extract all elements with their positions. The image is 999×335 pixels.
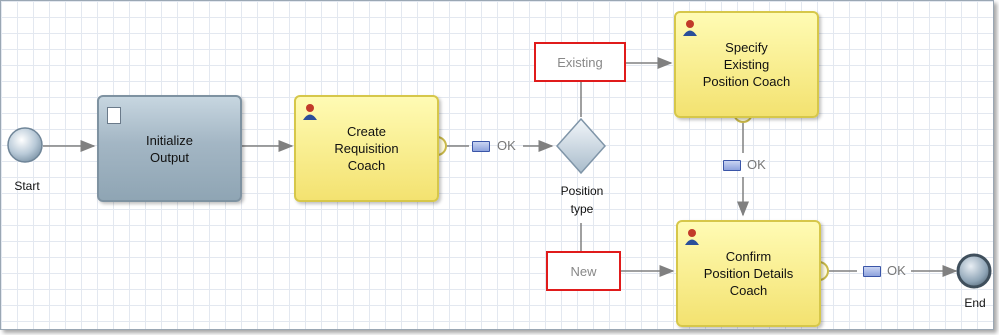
new-label-text: New (570, 263, 597, 279)
end-event[interactable] (956, 253, 992, 289)
create-requisition-coach-task[interactable]: Create Requisition Coach (294, 95, 439, 202)
confirm-position-details-coach-task[interactable]: Confirm Position Details Coach (676, 220, 821, 327)
initialize-output-task[interactable]: Initialize Output (97, 95, 242, 202)
specify-existing-position-coach-task[interactable]: Specify Existing Position Coach (674, 11, 819, 118)
end-label: End (964, 296, 986, 310)
initialize-output-label: Initialize Output (146, 132, 193, 165)
existing-flow-label[interactable]: Existing (534, 42, 626, 82)
new-flow-label[interactable]: New (546, 251, 621, 291)
script-doc-icon (107, 107, 121, 124)
ok-condition-icon (723, 160, 741, 171)
user-task-icon (303, 104, 317, 120)
ok-flow-label-1[interactable]: OK (497, 138, 516, 153)
position-type-gateway[interactable] (555, 117, 607, 175)
start-event[interactable] (7, 127, 43, 163)
gateway-label: Position type (560, 184, 604, 216)
existing-label-text: Existing (557, 54, 603, 70)
ok-flow-label-2[interactable]: OK (747, 157, 766, 172)
ok-condition-icon (472, 141, 490, 152)
create-requisition-coach-label: Create Requisition Coach (334, 124, 399, 173)
ok-flow-label-3[interactable]: OK (887, 263, 906, 278)
user-task-icon (685, 229, 699, 245)
specify-existing-position-coach-label: Specify Existing Position Coach (702, 40, 791, 89)
ok-condition-icon (863, 266, 881, 277)
start-label: Start (14, 179, 40, 193)
confirm-position-details-coach-label: Confirm Position Details Coach (703, 249, 794, 298)
user-task-icon (683, 20, 697, 36)
